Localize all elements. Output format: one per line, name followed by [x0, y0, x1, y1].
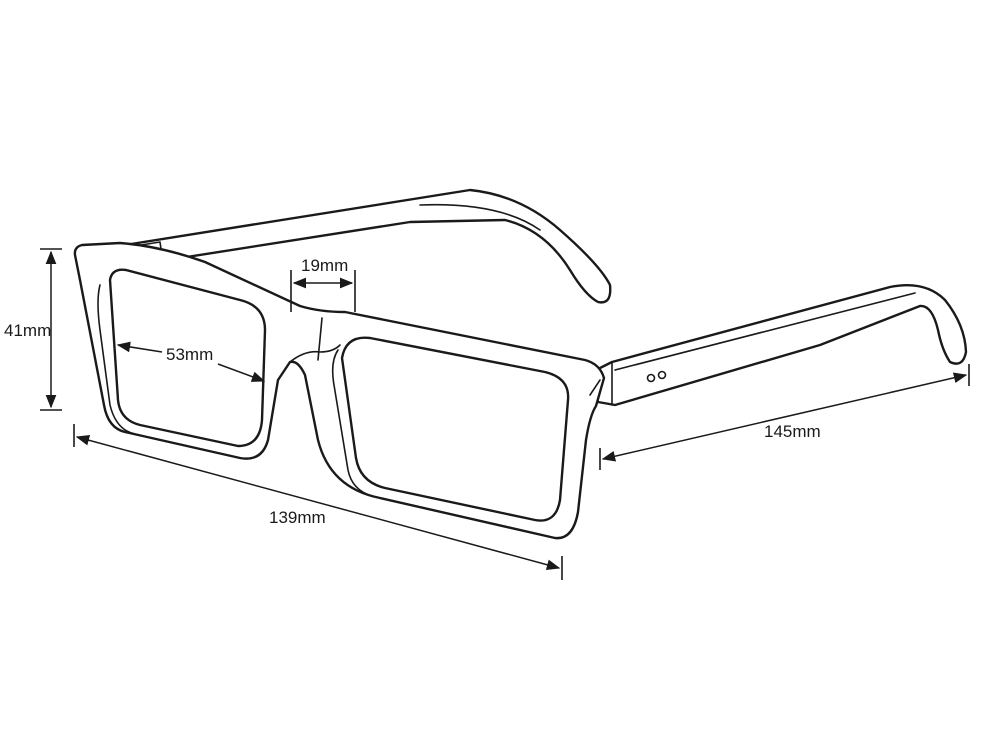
left-lens [108, 268, 267, 448]
bridge-label: 19mm [301, 256, 348, 275]
front-frame [73, 241, 606, 540]
bridge [289, 344, 341, 363]
bridge-dimension: 19mm [290, 256, 356, 312]
height-label: 41mm [4, 321, 51, 340]
temple-length-dimension: 145mm [599, 364, 970, 470]
near-temple-arm [590, 283, 968, 407]
temple-length-label: 145mm [764, 422, 821, 441]
height-dimension: 41mm [4, 248, 62, 411]
lens-width-label: 53mm [166, 345, 213, 364]
lens-width-dimension: 53mm [116, 341, 266, 382]
frame-width-dimension: 139mm [73, 424, 563, 580]
frame-width-label: 139mm [269, 508, 326, 527]
